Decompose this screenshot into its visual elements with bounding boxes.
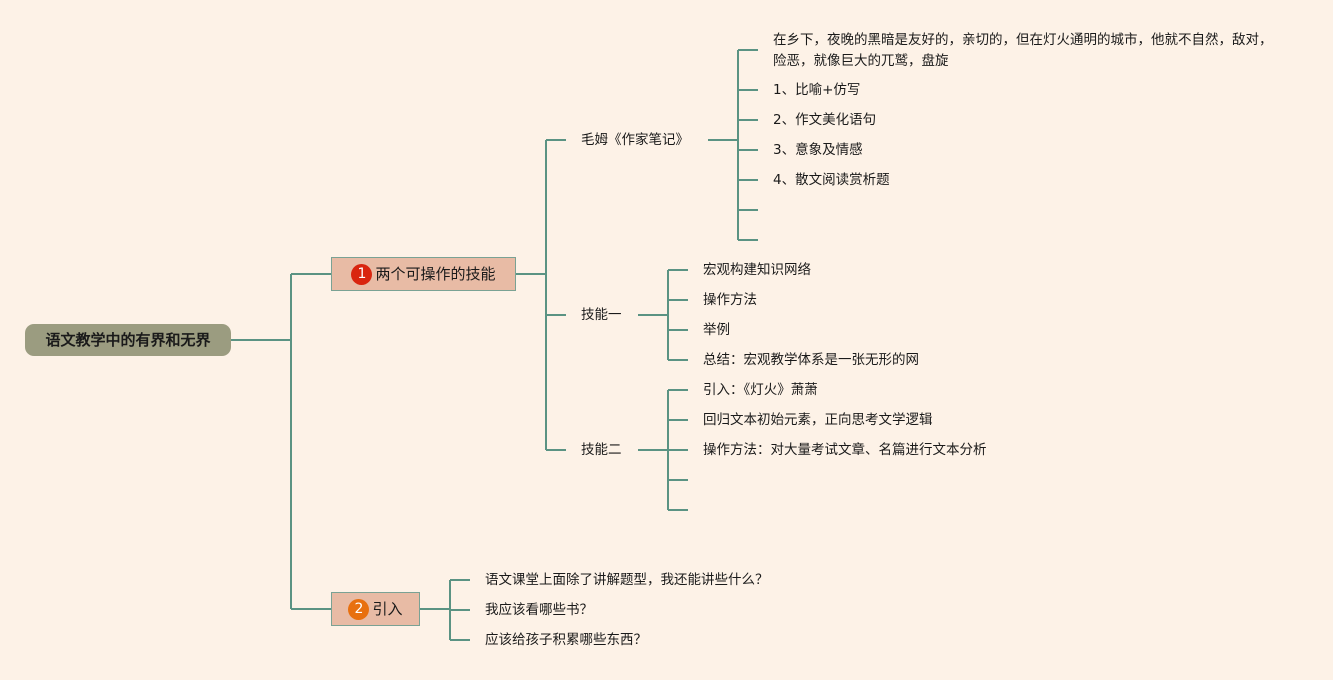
- list-item[interactable]: 语文课堂上面除了讲解题型，我还能讲些什么？: [485, 572, 769, 588]
- list-item[interactable]: 引入：《灯火》萧萧: [703, 382, 818, 398]
- list-item[interactable]: 1、比喻+仿写: [773, 82, 861, 98]
- list-item[interactable]: 4、散文阅读赏析题: [773, 172, 890, 188]
- subtopic-skill-2[interactable]: 技能二: [581, 442, 622, 458]
- list-item[interactable]: 操作方法: [703, 292, 757, 308]
- priority-1-icon: 1: [351, 263, 373, 285]
- list-item[interactable]: 我应该看哪些书？: [485, 602, 593, 618]
- list-item[interactable]: 总结：宏观教学体系是一张无形的网: [703, 352, 919, 368]
- list-item[interactable]: 3、意象及情感: [773, 142, 863, 158]
- topic-two-skills[interactable]: 1 两个可操作的技能: [331, 257, 516, 291]
- subtopic-skill-1[interactable]: 技能一: [581, 307, 622, 323]
- list-item[interactable]: 应该给孩子积累哪些东西？: [485, 632, 647, 648]
- list-item[interactable]: 宏观构建知识网络: [703, 262, 811, 278]
- topic-label: 两个可操作的技能: [375, 265, 496, 283]
- list-item[interactable]: 2、作文美化语句: [773, 112, 877, 128]
- root-topic[interactable]: 语文教学中的有界和无界: [25, 324, 231, 356]
- list-item[interactable]: 举例: [703, 322, 730, 338]
- list-item[interactable]: 回归文本初始元素，正向思考文学逻辑: [703, 412, 933, 428]
- topic-intro[interactable]: 2 引入: [331, 592, 420, 626]
- list-item[interactable]: 操作方法：对大量考试文章、名篇进行文本分析: [703, 442, 987, 458]
- subtopic-maugham[interactable]: 毛姆《作家笔记》: [581, 132, 689, 148]
- priority-2-icon: 2: [348, 598, 370, 620]
- list-item[interactable]: 在乡下，夜晚的黑暗是友好的，亲切的，但在灯火通明的城市，他就不自然，敌对，险恶，…: [773, 32, 1273, 69]
- topic-label: 引入: [372, 600, 403, 618]
